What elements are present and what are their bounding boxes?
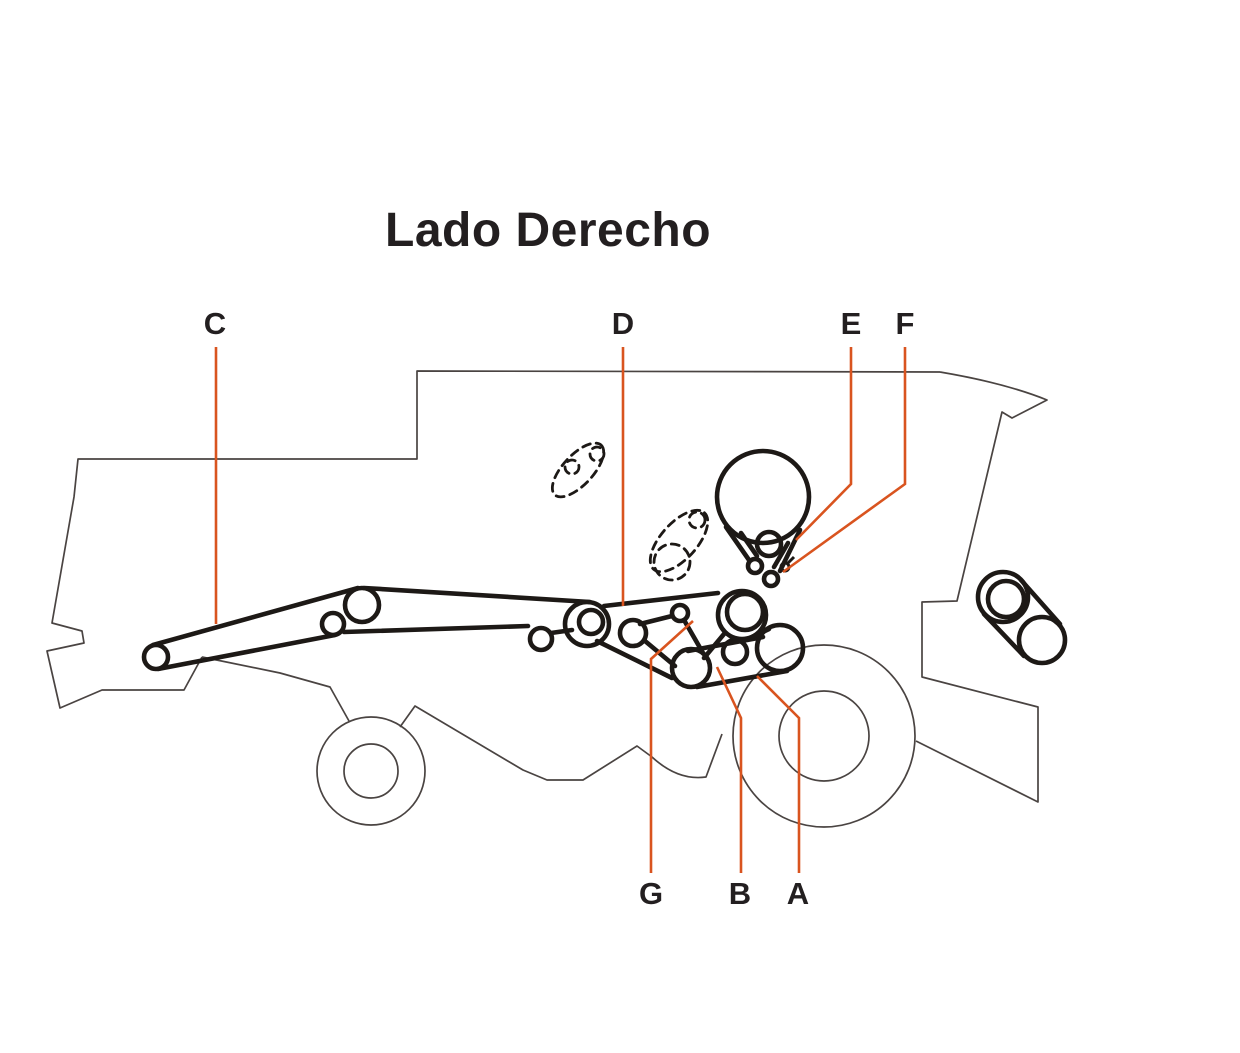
phantom-pulley — [687, 510, 707, 530]
body-outline-underside-front — [201, 656, 350, 722]
phantom-capsule — [648, 508, 710, 574]
cluster-belt-line — [749, 626, 772, 640]
cluster-left-idler — [617, 617, 649, 649]
phantom-pulley-large — [652, 542, 692, 582]
cluster-belt-line — [594, 638, 675, 681]
leader-lines — [214, 347, 907, 873]
leader-line-e — [795, 347, 853, 541]
callout-label-b: B — [729, 876, 751, 911]
front-wheel-hub — [343, 743, 399, 799]
phantom-belt-upper — [550, 441, 606, 499]
fan-small-pulley-left — [745, 556, 765, 576]
body-outline-underside-rear — [399, 705, 723, 781]
cluster-main-pulley-inner — [724, 591, 766, 633]
unloader-belt-line — [981, 611, 1027, 659]
callout-label-f: F — [896, 306, 915, 341]
body-outline-left — [46, 370, 941, 709]
unloader-belt-pair — [975, 569, 1068, 666]
phantom-belt-lower — [648, 508, 710, 582]
fan-belt-assembly — [714, 448, 812, 589]
feeder-front-roller — [141, 642, 171, 672]
rear-wheel-tire — [732, 644, 916, 828]
phantom-pulley — [563, 458, 581, 476]
callout-label-e: E — [841, 306, 862, 341]
rear-wheel — [732, 644, 916, 828]
cluster-belt-line — [642, 638, 678, 669]
cluster-belt-line — [637, 613, 675, 627]
upper-belt-top-line — [361, 585, 593, 605]
front-wheel-tire — [316, 716, 426, 826]
cluster-belt-line — [601, 590, 721, 609]
fan-belt-line — [738, 530, 760, 559]
phantom-capsule — [550, 441, 606, 499]
upper-belt-bottom-line — [341, 623, 531, 635]
feeder-pulley — [342, 585, 382, 625]
rear-wheel-hub — [778, 690, 870, 782]
feeder-belt-top-line — [150, 585, 361, 648]
diagram-title: Lado Derecho — [385, 204, 711, 257]
idler-link-line — [548, 627, 575, 636]
callout-label-a: A — [787, 876, 809, 911]
fan-small-pulley-right — [761, 569, 781, 589]
drive-pulley-inner — [576, 607, 606, 637]
callout-label-g: G — [639, 876, 663, 911]
leader-line-f — [782, 347, 907, 574]
fan-belt-line — [723, 524, 752, 563]
belt-idler-mid — [527, 625, 555, 653]
unloader-belt-line — [1018, 577, 1063, 627]
body-outline-right — [915, 371, 1048, 803]
feeder-idler-small — [319, 610, 347, 638]
leader-line-g — [649, 620, 694, 873]
fan-tiny-hook-tail — [786, 555, 796, 565]
cluster-belt-line — [685, 634, 766, 654]
front-wheel — [316, 716, 426, 826]
unloader-pulley-lower — [1016, 614, 1068, 666]
engine-belt-cluster — [594, 588, 806, 690]
leader-line-b — [715, 666, 743, 873]
unloader-pulley-upper-outer — [975, 569, 1031, 625]
leader-line-a — [756, 675, 801, 873]
cluster-belt-line — [694, 668, 790, 690]
fan-housing-circle — [714, 448, 812, 546]
callout-label-d: D — [612, 306, 634, 341]
feeder-belt-assembly — [141, 585, 612, 672]
phantom-pulley — [588, 445, 606, 463]
fan-mid-pulley — [754, 529, 784, 559]
unloader-pulley-upper-inner — [985, 578, 1027, 620]
cluster-small-pulley — [669, 602, 691, 624]
callout-label-c: C — [204, 306, 226, 341]
fan-belt-line — [777, 527, 803, 574]
combine-body-outline — [46, 370, 1048, 803]
fan-belt-line — [771, 540, 791, 570]
feeder-belt-bottom-line — [155, 632, 338, 672]
